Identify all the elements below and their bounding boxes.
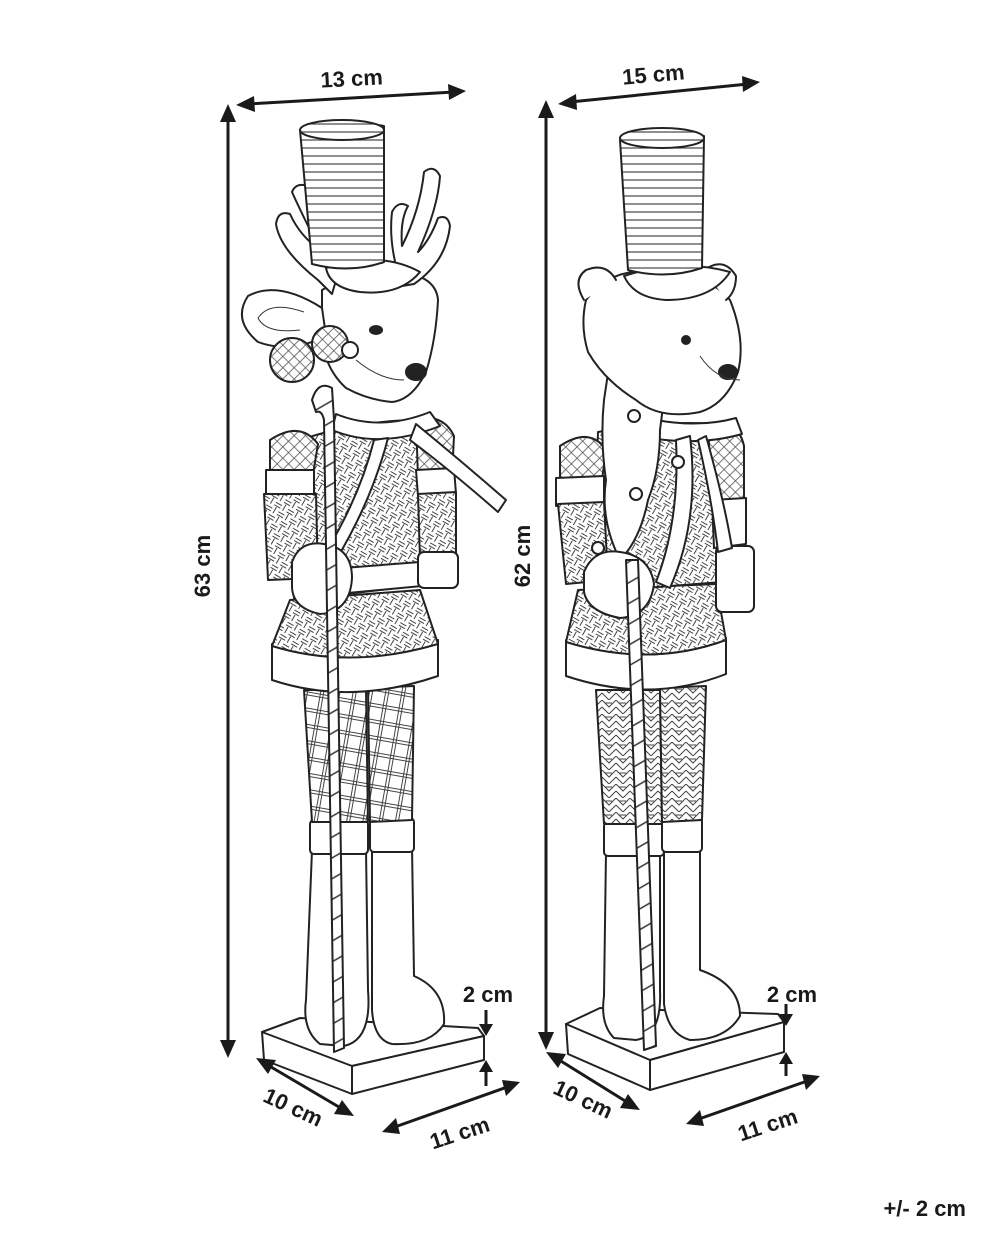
left-base-depth-label: 10 cm [260,1083,327,1132]
bear-figure [555,127,785,1091]
reindeer-hat [299,121,385,270]
left-base-width-label: 11 cm [427,1112,493,1155]
bear-base-side [565,1023,651,1091]
tolerance-note: +/- 2 cm [883,1196,966,1221]
left-base-height-dimension: 2 cm [463,982,513,1086]
bear-scarf [649,417,743,443]
right-base-height-label: 2 cm [767,982,817,1007]
right-base-depth-label: 10 cm [550,1075,617,1124]
bear-mitten [583,550,655,619]
right-base-width-dimension: 11 cm [686,1074,820,1146]
right-base-width-label: 11 cm [735,1104,801,1147]
left-base-height-label: 2 cm [463,982,513,1007]
reindeer-mitten [291,542,353,615]
left-base-width-dimension: 11 cm [382,1080,520,1154]
right-height-dimension: 62 cm [510,100,554,1050]
bear-cane [625,559,657,1051]
reindeer-right-boot [371,845,446,1046]
left-height-label: 63 cm [190,535,215,597]
reindeer-figure [240,119,507,1095]
left-width-label: 13 cm [320,64,384,92]
right-base-height-dimension: 2 cm [767,982,817,1076]
reindeer-cane [311,384,345,1053]
right-width-dimension: 15 cm [558,59,760,110]
bear-hat [619,131,705,276]
reindeer-antler-right [390,167,451,287]
left-width-dimension: 13 cm [236,64,466,112]
right-width-label: 15 cm [621,59,685,89]
right-height-label: 62 cm [510,525,535,587]
left-height-dimension: 63 cm [190,104,236,1058]
reindeer-base-side [261,1031,353,1095]
